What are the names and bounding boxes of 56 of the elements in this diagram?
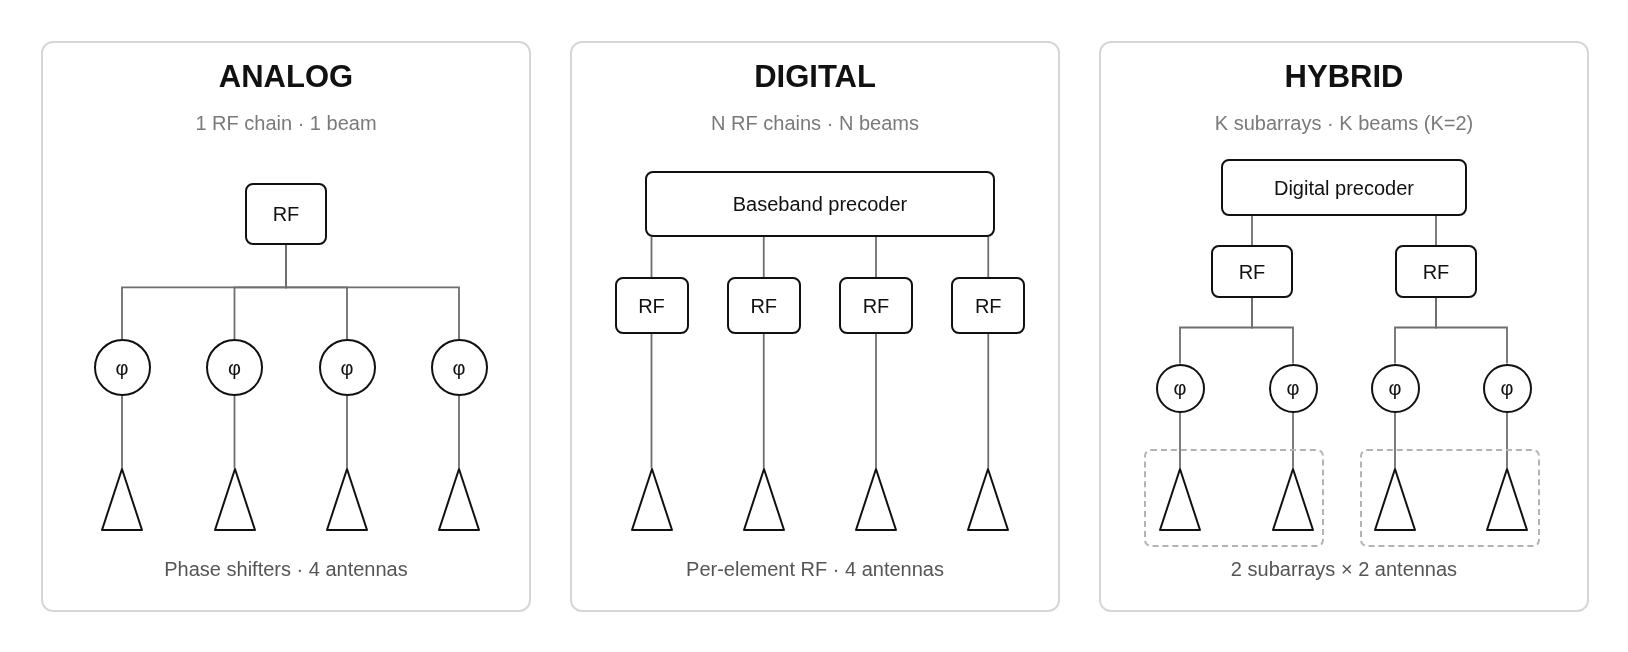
connector-line <box>987 333 990 469</box>
connector-line <box>650 333 653 469</box>
panel-subtitle: N RF chains · N beams <box>711 111 919 136</box>
process-box: Baseband precoder <box>645 171 995 237</box>
connector-line <box>875 333 877 469</box>
process-box: RF <box>951 277 1026 334</box>
panel-card <box>41 41 531 612</box>
panel-footer: Phase shifters · 4 antennas <box>164 556 408 582</box>
panel-subtitle: K subarrays · K beams (K=2) <box>1214 111 1474 136</box>
antenna-symbol <box>1272 468 1314 531</box>
antenna-symbol <box>438 468 480 531</box>
subarray-frame <box>1144 449 1324 547</box>
connector-line <box>233 395 236 469</box>
panel-card <box>1099 41 1589 612</box>
connector-line <box>1394 411 1396 469</box>
connector-line <box>1435 215 1437 246</box>
process-box: RF <box>614 277 689 334</box>
process-box: RF <box>1395 245 1477 298</box>
connector-line <box>762 236 765 278</box>
connector-line <box>762 333 765 469</box>
panel-title: HYBRID <box>1284 59 1404 95</box>
connector-line <box>1506 411 1508 469</box>
connector-line <box>875 236 877 278</box>
panel-subtitle: 1 RF chain · 1 beam <box>195 111 377 136</box>
antenna-symbol <box>742 468 785 531</box>
connector-line <box>121 395 123 469</box>
process-box: RF <box>726 277 801 334</box>
connector-line <box>1251 297 1294 365</box>
panel-title: DIGITAL <box>754 59 876 95</box>
subarray-frame <box>1360 449 1540 547</box>
antenna-symbol <box>855 468 897 531</box>
process-box: RF <box>1211 245 1293 298</box>
antenna-symbol <box>967 468 1010 531</box>
panel-title: ANALOG <box>218 59 354 95</box>
connector-line <box>650 236 653 278</box>
antenna-symbol <box>213 468 256 531</box>
process-box: RF <box>839 277 913 334</box>
connector-line <box>1251 215 1253 246</box>
antenna-symbol <box>101 468 143 531</box>
antenna-symbol <box>1486 468 1528 531</box>
connector-line <box>1435 297 1508 365</box>
antenna-symbol <box>1374 468 1416 531</box>
panel-footer: Per-element RF · 4 antennas <box>686 556 944 582</box>
connector-line <box>1292 411 1294 469</box>
connector-line <box>346 395 348 469</box>
connector-line <box>458 395 460 469</box>
connector-line <box>987 236 990 278</box>
antenna-symbol <box>326 468 368 531</box>
connector-line <box>285 244 460 340</box>
process-box: Digital precoder <box>1221 159 1467 216</box>
process-box: RF <box>245 183 327 245</box>
connector-line <box>1179 411 1181 469</box>
panel-footer: 2 subarrays × 2 antennas <box>1230 556 1458 582</box>
antenna-symbol <box>1159 468 1201 531</box>
panel-card <box>570 41 1060 612</box>
antenna-symbol <box>630 468 673 531</box>
